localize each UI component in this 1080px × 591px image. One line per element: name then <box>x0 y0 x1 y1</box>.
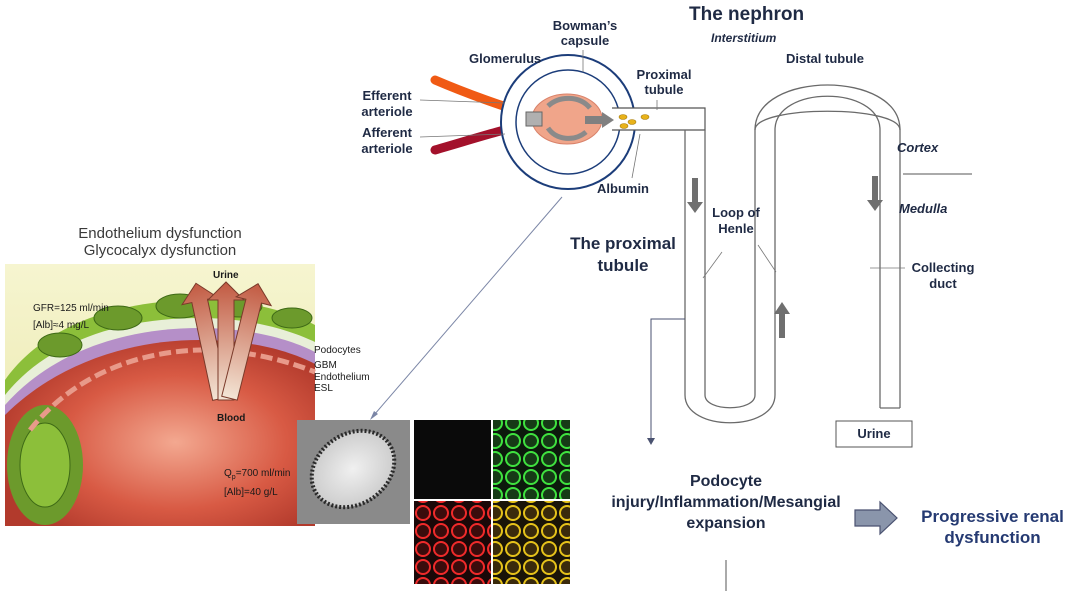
barrier-heading: Endothelium dysfunction Glycocalyx dysfu… <box>78 225 242 259</box>
filtration-arrows <box>181 281 273 401</box>
fluor-dark-panel <box>414 420 491 499</box>
glomerular-barrier-illustration <box>5 264 316 526</box>
efferent-leader <box>419 99 506 104</box>
albumin-leader <box>631 133 641 179</box>
afferent-leader <box>419 133 506 138</box>
proximal-tubule-label: Proximal tubule <box>636 67 692 97</box>
collecting-flow-arrow <box>867 176 883 211</box>
albumin-particles <box>618 114 650 129</box>
fluor-green-panel <box>493 420 570 499</box>
endothelium-label: Endothelium <box>314 372 370 383</box>
plasma-flow-value: =700 ml/min <box>235 468 291 479</box>
proximal-tubule-heading: The proximal tubule <box>570 234 676 275</box>
medulla-label: Medulla <box>899 201 948 216</box>
nephron-diagram <box>419 50 972 448</box>
loop-leader-right <box>757 244 777 273</box>
nephron-title: The nephron <box>689 4 805 25</box>
zoom-connector-line <box>373 196 563 416</box>
glomerulus-flow-arrow-top <box>546 95 592 110</box>
barrier-urine-label: Urine <box>213 270 239 281</box>
loop-of-henle-label: Loop of Henle <box>712 205 760 236</box>
efferent-arteriole-label: Efferent arteriole <box>361 88 413 119</box>
gbm-label: GBM <box>314 360 337 371</box>
endothelium-line <box>28 347 316 432</box>
progressive-dysfunction-text: Progressive renal dysfunction <box>921 507 1064 547</box>
blood-albumin-label: [Alb]=40 g/L <box>224 487 278 498</box>
progression-arrow <box>854 500 898 536</box>
urine-box <box>835 420 913 448</box>
afferent-arteriole-label: Afferent arteriole <box>361 125 413 156</box>
collecting-duct-label: Collecting duct <box>911 260 975 291</box>
glomerulus-flow-arrow-bottom <box>545 126 588 141</box>
proximal-tubule-segment <box>612 107 706 131</box>
cortex-label: Cortex <box>897 140 939 155</box>
bowmans-capsule-label: Bowman’s capsule <box>552 18 618 48</box>
fluor-merge-panel <box>493 501 570 584</box>
distal-tubule-label: Distal tubule <box>786 51 865 66</box>
urine-albumin-label: [Alb]≈4 mg/L <box>33 320 90 331</box>
descending-flow-arrow <box>687 178 703 213</box>
loop-leader-left <box>702 251 723 279</box>
plasma-flow-subscript: p <box>231 474 236 481</box>
plasma-flow-symbol: Q <box>224 468 232 479</box>
electron-micrograph <box>297 420 410 524</box>
interstitium-label: Interstitium <box>711 31 777 45</box>
glomerulus-inlet <box>525 111 543 127</box>
podocytes-label: Podocytes <box>314 345 361 356</box>
outcome-bracket <box>650 318 685 440</box>
gfr-label: GFR=125 ml/min <box>33 303 109 314</box>
barrier-blood-label: Blood <box>217 413 246 424</box>
collecting-duct-wall <box>754 84 901 408</box>
fluor-red-panel <box>414 501 491 584</box>
esl-label: ESL <box>314 383 333 394</box>
ascending-flow-arrow <box>774 302 790 338</box>
podocyte-injury-text: Podocyte injury/Inflammation/Mesangial e… <box>611 473 841 532</box>
zoom-connector-arrowhead <box>370 411 378 420</box>
glomerulus-label: Glomerulus <box>469 51 542 66</box>
fluorescence-panels <box>414 420 570 584</box>
endothelial-nucleus <box>19 422 71 508</box>
plasma-flow-label: Qp=700 ml/min <box>224 468 290 481</box>
urine-box-label: Urine <box>857 426 891 441</box>
tubule-outer-wall <box>684 95 881 424</box>
filtrate-arrow <box>585 112 614 128</box>
outcome-bracket-arrowhead <box>647 438 655 445</box>
albumin-label: Albumin <box>597 181 649 196</box>
em-capillary <box>309 428 397 510</box>
tubule-inner-wall <box>704 110 901 409</box>
